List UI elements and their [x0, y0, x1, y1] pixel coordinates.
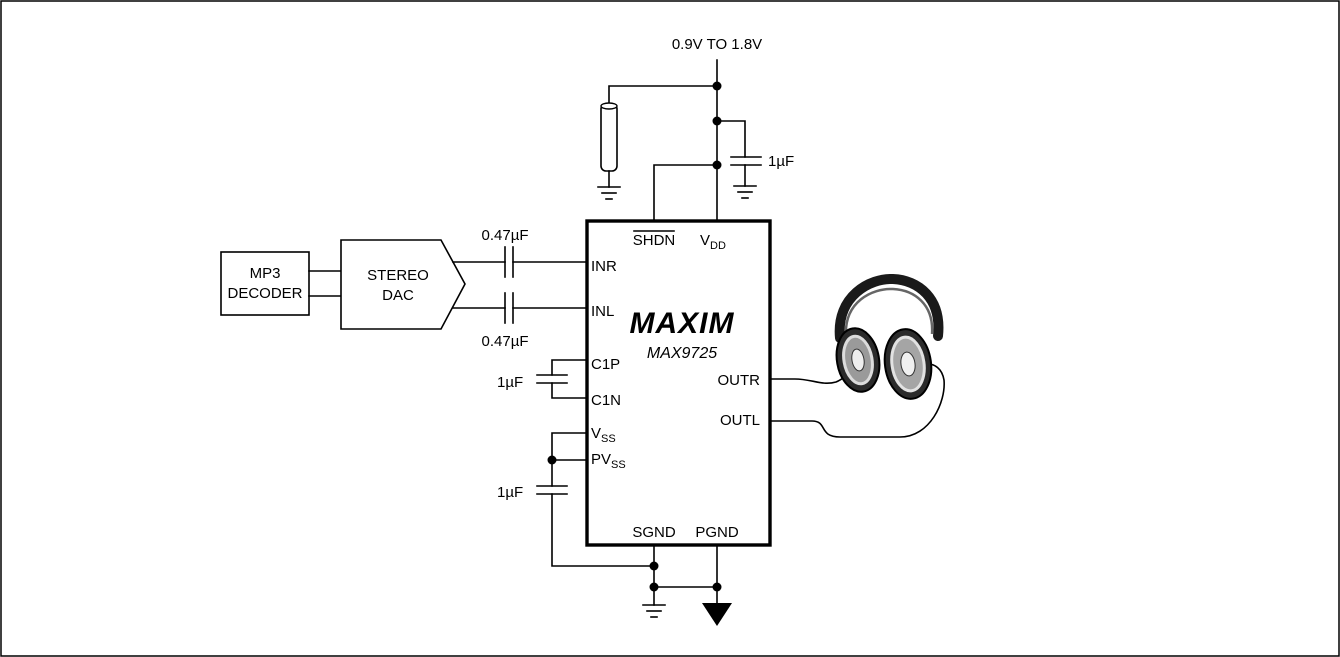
- pin-c1p-label: C1P: [591, 356, 620, 373]
- signal-ground-icon: [642, 604, 666, 618]
- flying-capacitor-label: 1µF: [497, 374, 523, 391]
- pin-shdn-label: SHDN: [633, 232, 676, 249]
- vss-capacitor-label: 1µF: [497, 484, 523, 501]
- inr-coupling-path: [452, 246, 588, 278]
- pin-pvss-label: PVSS: [591, 451, 626, 471]
- pin-c1n-label: C1N: [591, 392, 621, 409]
- decoder-dac-bus: [308, 270, 342, 297]
- stereo-dac-label-line2: DAC: [382, 287, 414, 304]
- supply-voltage-label: 0.9V TO 1.8V: [672, 36, 762, 53]
- pin-outl-label: OUTL: [720, 412, 760, 429]
- inl-coupling-path: [452, 292, 588, 324]
- pin-pgnd-label: PGND: [695, 524, 739, 541]
- stereo-dac-block: [340, 239, 466, 330]
- pin-outr-label: OUTR: [718, 372, 761, 389]
- maxim-logo: MAXIM: [630, 307, 735, 340]
- vdd-rail: [712, 59, 722, 222]
- part-number-label: MAX9725: [647, 345, 717, 362]
- flying-capacitor-icon: [536, 359, 588, 399]
- stereo-dac-label-line1: STEREO: [367, 267, 429, 284]
- shdn-wire: [653, 164, 718, 222]
- mp3-decoder-label-line1: MP3: [250, 265, 281, 282]
- vdd-capacitor-label: 1µF: [768, 153, 794, 170]
- max9725-chip: [585, 219, 772, 547]
- pin-sgnd-label: SGND: [632, 524, 676, 541]
- outl-wire: [769, 363, 945, 438]
- headphones-icon: [834, 273, 944, 400]
- pin-vdd-label: VDD: [700, 232, 726, 252]
- mp3-decoder-label-line2: DECODER: [227, 285, 302, 302]
- pin-inr-label: INR: [591, 258, 617, 275]
- ground-network: [649, 544, 722, 606]
- pin-vss-label: VSS: [591, 425, 616, 445]
- battery-icon: [600, 85, 718, 188]
- vdd-capacitor-icon: [716, 120, 762, 199]
- vss-network: [536, 432, 655, 567]
- mp3-decoder-block: [220, 251, 310, 316]
- inl-capacitor-label: 0.47µF: [482, 333, 529, 350]
- inr-capacitor-label: 0.47µF: [482, 227, 529, 244]
- power-ground-icon: [702, 603, 732, 626]
- pin-inl-label: INL: [591, 303, 614, 320]
- battery-ground-icon: [597, 186, 621, 200]
